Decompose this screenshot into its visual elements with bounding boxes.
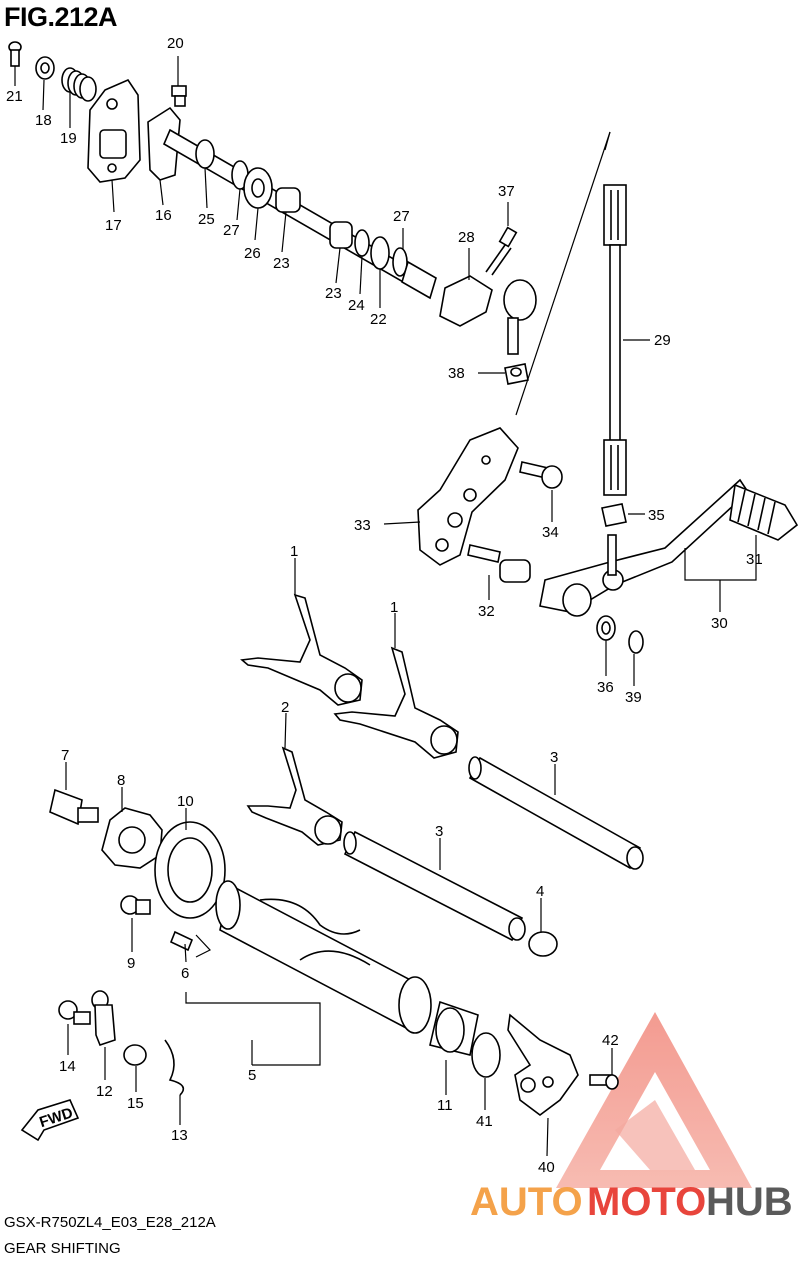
callout-17: 17 xyxy=(105,217,122,234)
callout-32: 32 xyxy=(478,603,495,620)
callout-38: 38 xyxy=(448,365,465,382)
callout-19: 19 xyxy=(60,130,77,147)
callout-27b: 27 xyxy=(393,208,410,225)
callout-23b: 23 xyxy=(325,285,342,302)
callout-42: 42 xyxy=(602,1032,619,1049)
callout-18: 18 xyxy=(35,112,52,129)
callout-24: 24 xyxy=(348,297,365,314)
shift-rod xyxy=(601,184,627,527)
callout-26: 26 xyxy=(244,245,261,262)
callout-1a: 1 xyxy=(290,543,298,560)
gearshift-shaft-assembly xyxy=(8,41,537,385)
callout-27a: 27 xyxy=(223,222,240,239)
callout-33: 33 xyxy=(354,517,371,534)
callout-29: 29 xyxy=(654,332,671,349)
callout-16: 16 xyxy=(155,207,172,224)
callout-13: 13 xyxy=(171,1127,188,1144)
callout-12: 12 xyxy=(96,1083,113,1100)
callout-20: 20 xyxy=(167,35,184,52)
callout-9: 9 xyxy=(127,955,135,972)
callout-4: 4 xyxy=(536,883,544,900)
callout-41: 41 xyxy=(476,1113,493,1130)
footer-code: GSX-R750ZL4_E03_E28_212A xyxy=(4,1214,216,1231)
callout-34: 34 xyxy=(542,524,559,541)
callout-6: 6 xyxy=(181,965,189,982)
footer-title: GEAR SHIFTING xyxy=(4,1240,121,1257)
callout-22: 22 xyxy=(370,311,387,328)
callout-11: 11 xyxy=(437,1097,453,1114)
shift-forks xyxy=(240,593,459,846)
callout-8: 8 xyxy=(117,772,125,789)
watermark-moto: MOTO xyxy=(587,1180,706,1224)
callout-36: 36 xyxy=(597,679,614,696)
callout-labels: 21 18 19 17 16 20 25 27 26 23 23 24 22 2… xyxy=(6,35,763,1176)
callout-5: 5 xyxy=(248,1067,256,1084)
callout-39: 39 xyxy=(625,689,642,706)
leader-lines xyxy=(14,56,757,1157)
callout-2: 2 xyxy=(281,699,289,716)
watermark-text: AUTO MOTO HUB xyxy=(470,1180,793,1224)
callout-31: 31 xyxy=(746,551,763,568)
pedal-bracket-assembly xyxy=(417,427,799,654)
reference-line xyxy=(515,131,611,416)
fwd-arrow-icon: FWD xyxy=(20,1099,80,1142)
fork-shafts xyxy=(343,756,644,957)
callout-14: 14 xyxy=(59,1058,76,1075)
figure-title: FIG.212A xyxy=(4,2,118,32)
callout-28: 28 xyxy=(458,229,475,246)
callout-3b: 3 xyxy=(435,823,443,840)
callout-23a: 23 xyxy=(273,255,290,272)
callout-25: 25 xyxy=(198,211,215,228)
callout-1b: 1 xyxy=(390,599,398,616)
callout-15: 15 xyxy=(127,1095,144,1112)
watermark-logo-icon xyxy=(556,1012,752,1188)
callout-35: 35 xyxy=(648,507,665,524)
callout-21: 21 xyxy=(6,88,23,105)
callout-10: 10 xyxy=(177,793,194,810)
callout-3a: 3 xyxy=(550,749,558,766)
watermark-hub: HUB xyxy=(706,1180,793,1224)
callout-7: 7 xyxy=(61,747,69,764)
shift-drum-assembly xyxy=(49,788,619,1116)
callout-30: 30 xyxy=(711,615,728,632)
callout-40: 40 xyxy=(538,1159,555,1176)
watermark-auto: AUTO xyxy=(470,1180,583,1224)
callout-37: 37 xyxy=(498,183,515,200)
